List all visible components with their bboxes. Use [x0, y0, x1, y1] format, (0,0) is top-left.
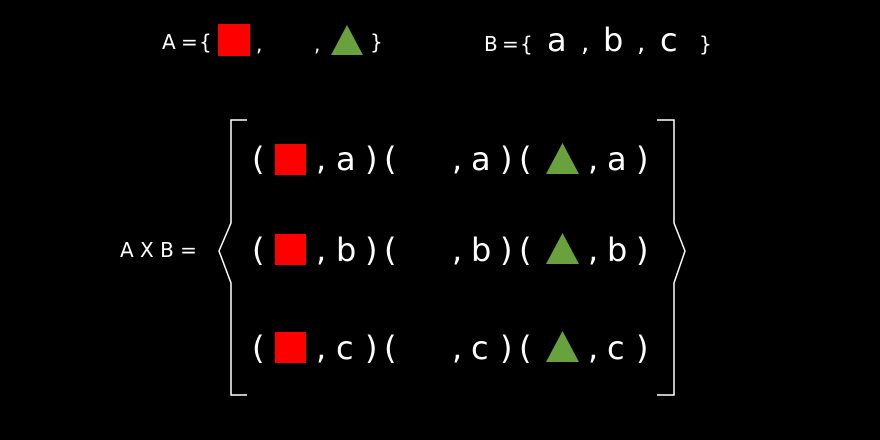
comma: ,	[452, 329, 463, 367]
letter: a	[471, 140, 491, 178]
set-b-open-brace: {	[520, 32, 533, 56]
red-square-icon	[275, 234, 306, 265]
set-a-open-brace: {	[199, 30, 212, 54]
letter: a	[336, 140, 356, 178]
set-a-name: A	[162, 30, 176, 54]
set-a-comma: ,	[314, 32, 321, 56]
letter: b	[336, 231, 357, 269]
set-a-equals: =	[181, 30, 198, 54]
set-b-element-b: b	[603, 21, 624, 59]
right-brace	[657, 119, 686, 396]
letter: b	[471, 231, 492, 269]
set-a-close-brace: }	[370, 30, 383, 54]
set-b-element-a: a	[547, 21, 567, 59]
red-square-icon	[218, 24, 250, 56]
green-triangle-icon	[546, 143, 579, 174]
comma: ,	[452, 140, 463, 178]
paren-open: (	[384, 329, 397, 367]
blue-circle-icon	[404, 328, 444, 368]
green-triangle-icon	[331, 25, 363, 55]
paren-open: (	[252, 329, 265, 367]
comma: ,	[316, 140, 327, 178]
set-b-close-brace: }	[699, 32, 712, 56]
paren-open: (	[384, 231, 397, 269]
paren-open: (	[519, 329, 532, 367]
paren-open: (	[519, 140, 532, 178]
comma: ,	[588, 140, 599, 178]
green-triangle-icon	[546, 233, 579, 264]
paren-close: )	[365, 329, 378, 367]
set-b-equals: =	[502, 32, 519, 56]
letter: b	[607, 231, 628, 269]
paren-close: )	[500, 140, 513, 178]
red-square-icon	[275, 144, 306, 175]
set-b-comma: ,	[637, 28, 646, 58]
product-label: A X B =	[120, 238, 197, 262]
paren-open: (	[252, 140, 265, 178]
left-brace	[218, 119, 247, 396]
paren-close: )	[500, 231, 513, 269]
comma: ,	[588, 231, 599, 269]
comma: ,	[316, 231, 327, 269]
comma: ,	[316, 329, 327, 367]
paren-close: )	[365, 140, 378, 178]
blue-circle-icon	[266, 18, 306, 58]
letter: c	[471, 329, 489, 367]
set-a-comma: ,	[256, 32, 263, 56]
set-b-name: B	[484, 32, 498, 56]
set-b-element-c: c	[660, 21, 678, 59]
paren-open: (	[519, 231, 532, 269]
paren-close: )	[365, 231, 378, 269]
letter: a	[607, 140, 627, 178]
paren-close: )	[636, 231, 649, 269]
paren-close: )	[500, 329, 513, 367]
set-b-comma: ,	[581, 28, 590, 58]
comma: ,	[452, 231, 463, 269]
paren-open: (	[384, 140, 397, 178]
blue-circle-icon	[404, 230, 444, 270]
letter: c	[336, 329, 354, 367]
paren-close: )	[636, 140, 649, 178]
letter: c	[607, 329, 625, 367]
green-triangle-icon	[546, 331, 579, 362]
red-square-icon	[275, 332, 306, 363]
blue-circle-icon	[404, 139, 444, 179]
paren-open: (	[252, 231, 265, 269]
comma: ,	[588, 329, 599, 367]
paren-close: )	[636, 329, 649, 367]
